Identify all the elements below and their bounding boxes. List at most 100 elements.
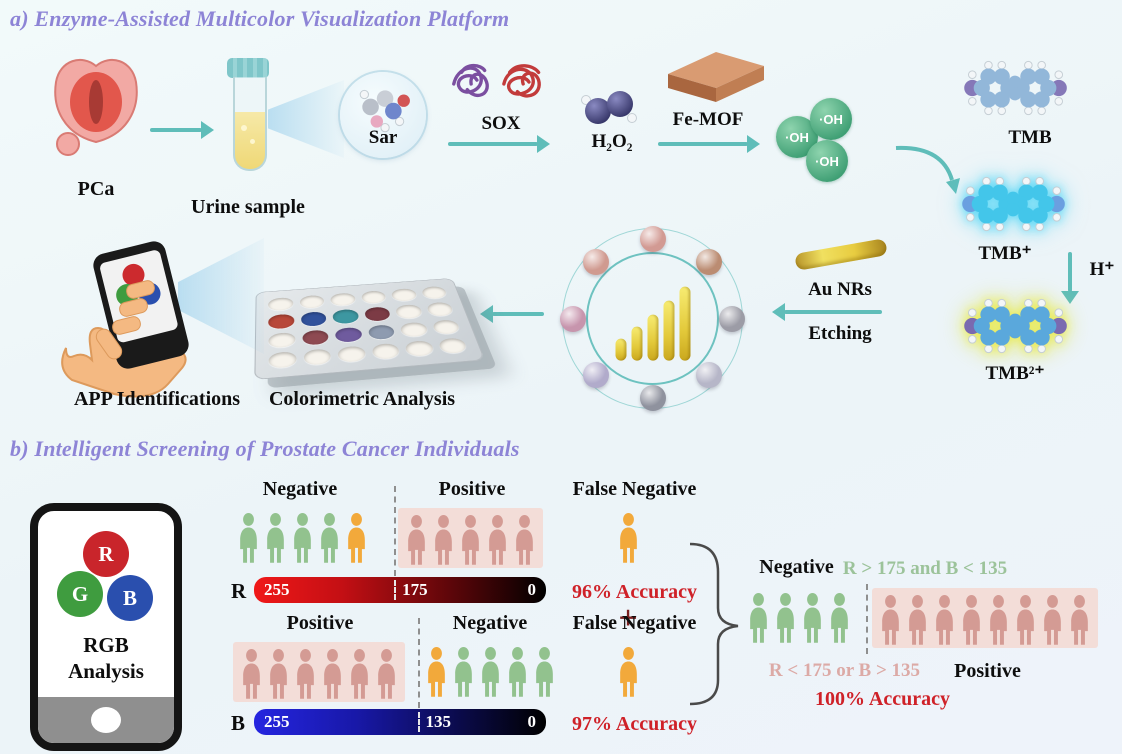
- b-gradient-bar: 255 135 0: [254, 709, 546, 735]
- b-negative-persons: [424, 642, 557, 698]
- well: [399, 321, 429, 338]
- test-tube-cap-icon: [227, 58, 269, 78]
- hydroxyl-radical-icon: ·OH: [806, 140, 848, 182]
- curved-arrow: [895, 145, 960, 194]
- prostate-icon: [54, 58, 138, 156]
- well: [268, 350, 297, 369]
- gold-nanorod-icon: [615, 338, 626, 361]
- r-bar-min: 0: [527, 580, 537, 599]
- person-icon: [990, 594, 1007, 645]
- person-icon: [324, 648, 341, 699]
- combined-positive-persons: [872, 588, 1098, 648]
- h2o2-label: H₂O₂: [591, 131, 633, 152]
- person-icon: [378, 648, 395, 699]
- home-button: [91, 707, 121, 733]
- test-tube-icon: [233, 77, 267, 171]
- panel-b-title: b) Intelligent Screening of Prostate Can…: [10, 436, 520, 461]
- well: [403, 339, 435, 357]
- nanosphere-icon: [560, 305, 586, 332]
- person-icon: [294, 512, 311, 563]
- r-positive-persons: [398, 508, 543, 568]
- person-icon: [804, 592, 821, 643]
- well: [394, 304, 423, 319]
- gold-nanorod-icon: [679, 286, 690, 361]
- r-accuracy: 96% Accuracy: [572, 581, 697, 603]
- r-channel-label: R: [231, 579, 247, 603]
- r-bar-threshold: 175: [402, 580, 428, 599]
- flow-arrow-4: [480, 305, 544, 323]
- colorimetric-label: Colorimetric Analysis: [268, 388, 456, 410]
- person-icon: [1017, 594, 1034, 645]
- well: [268, 331, 296, 349]
- b-bar-max: 255: [264, 712, 290, 731]
- tmb-plus-molecule-icon: [948, 166, 1080, 242]
- nanosphere-ring: [560, 226, 745, 411]
- r-false-negative-person: [616, 508, 641, 564]
- person-icon: [243, 648, 260, 699]
- plus-sign: +: [618, 600, 638, 637]
- well: [268, 313, 295, 330]
- person-icon: [516, 514, 533, 565]
- hydroxyl-radical-icon: ·OH: [810, 98, 852, 140]
- combined-threshold-dash: [866, 584, 868, 654]
- person-icon: [462, 514, 479, 565]
- gold-nanorod-icon: [631, 326, 642, 361]
- negative-rule: R > 175 and B < 135: [842, 558, 1008, 579]
- b-bar-threshold: 135: [425, 712, 452, 731]
- pca-label: PCa: [77, 178, 115, 200]
- well: [420, 285, 448, 300]
- tmb-label: TMB: [1008, 127, 1052, 148]
- person-icon: [408, 514, 425, 565]
- person-icon: [831, 592, 848, 643]
- person-icon: [435, 514, 452, 565]
- gold-nanorod-icon: [794, 238, 888, 271]
- sox-label: SOX: [481, 113, 521, 134]
- well: [332, 308, 360, 325]
- person-icon: [270, 648, 287, 699]
- b-letter: B: [122, 585, 137, 610]
- nanosphere-icon: [719, 305, 745, 332]
- well: [301, 329, 330, 346]
- person-icon: [455, 646, 472, 697]
- well: [425, 301, 455, 317]
- well: [334, 326, 363, 343]
- flow-arrow-2: [448, 135, 550, 153]
- well: [366, 323, 396, 340]
- person-icon: [348, 512, 365, 563]
- nanosphere-icon: [639, 226, 666, 252]
- nanosphere-icon: [639, 385, 666, 411]
- sarcosine-molecule-icon: [359, 89, 410, 133]
- person-icon: [882, 594, 899, 645]
- b-negative-label: Negative: [452, 612, 528, 634]
- analysis-caption: Analysis: [68, 659, 144, 683]
- b-positive-persons: [233, 642, 405, 702]
- gold-nanorod-icon: [647, 314, 658, 361]
- brace-icon: [689, 542, 739, 706]
- g-letter: G: [71, 581, 89, 606]
- femof-label: Fe-MOF: [672, 109, 744, 130]
- well: [360, 290, 387, 305]
- rgb-phone: R G B RGB Analysis: [30, 503, 182, 751]
- nanosphere-icon: [695, 249, 722, 276]
- well: [431, 318, 461, 335]
- person-icon: [1071, 594, 1088, 645]
- aunrs-label: Au NRs: [808, 279, 872, 300]
- gold-nanorod-icon: [663, 300, 674, 361]
- r-letter: R: [98, 541, 114, 566]
- combined-accuracy: 100% Accuracy: [815, 688, 950, 710]
- well: [336, 345, 367, 363]
- etching-label: Etching: [808, 323, 872, 344]
- nanosphere-icon: [583, 361, 610, 388]
- person-icon: [240, 512, 257, 563]
- r-negative-label: Negative: [262, 478, 338, 500]
- b-positive-label: Positive: [286, 612, 354, 634]
- nanosphere-icon: [695, 361, 722, 388]
- r-gradient-bar: 255 175 0: [254, 577, 546, 603]
- nanorod-assembly: [560, 226, 745, 411]
- oh-label: ·OH: [815, 153, 839, 169]
- light-cone: [268, 80, 344, 158]
- r-circle: R: [83, 531, 129, 577]
- person-icon: [428, 646, 445, 697]
- oh-label: ·OH: [785, 129, 809, 145]
- r-bar-max: 255: [264, 580, 290, 599]
